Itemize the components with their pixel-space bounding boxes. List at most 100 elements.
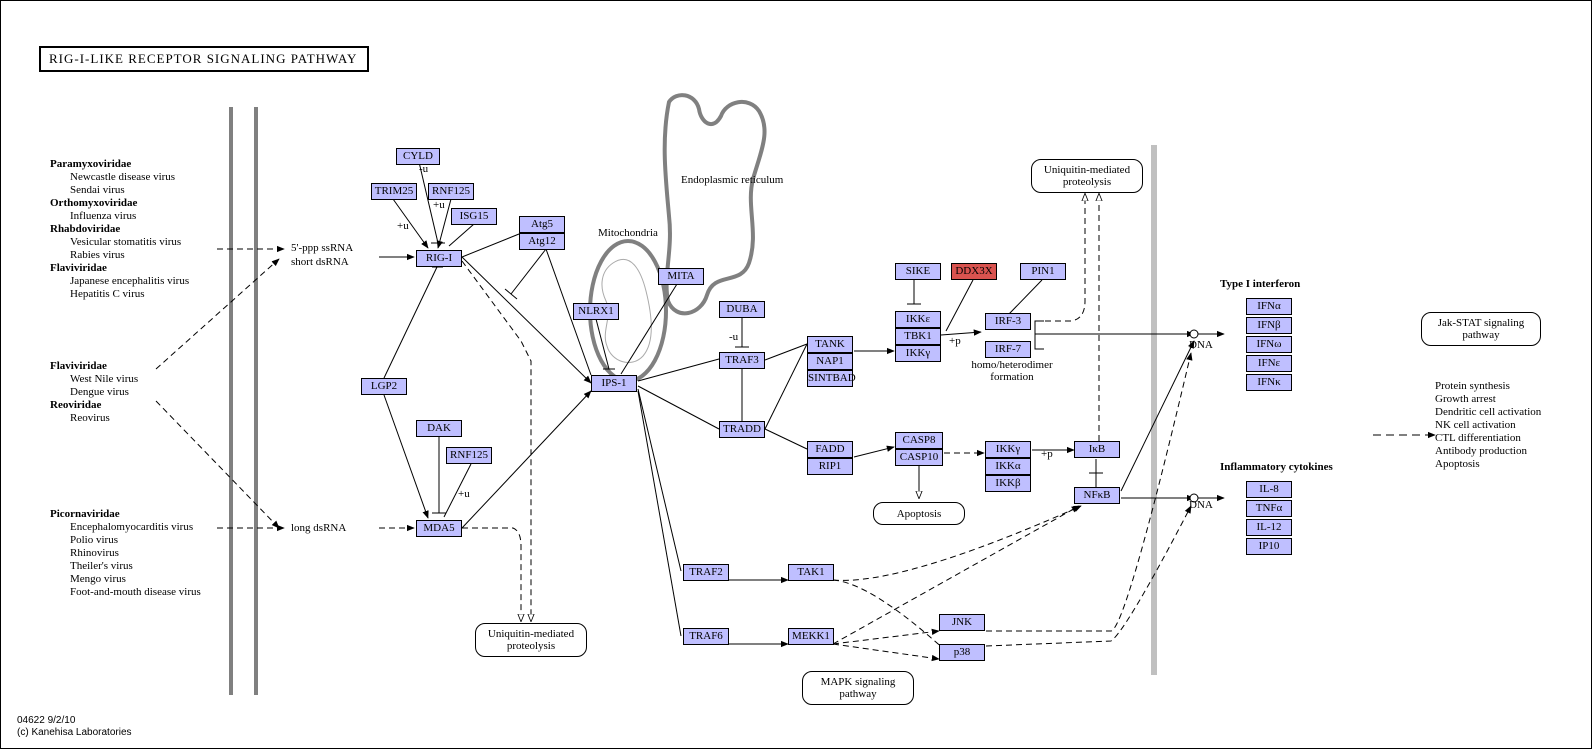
virus-family: Rhabdoviridae: [50, 223, 121, 235]
label-mitochondria: Mitochondria: [598, 227, 658, 239]
gene-rnf125[interactable]: RNF125: [428, 183, 474, 200]
virus-species[interactable]: West Nile virus: [70, 373, 139, 385]
virus-family: Picornaviridae: [50, 508, 120, 520]
virus-species[interactable]: Encephalomyocarditis virus: [70, 521, 194, 533]
gene-traf6[interactable]: TRAF6: [683, 628, 729, 645]
label-inflammatory-cytokines: Inflammatory cytokines: [1220, 461, 1333, 473]
gene-pin1[interactable]: PIN1: [1020, 263, 1066, 280]
gene-atg5[interactable]: Atg5: [519, 216, 565, 233]
gene-tbk1[interactable]: TBK1: [895, 328, 941, 345]
gene-ifn-alpha[interactable]: IFNα: [1246, 298, 1292, 315]
gene-ikk-gamma[interactable]: IKKγ: [895, 345, 941, 362]
gene-ikk-alpha[interactable]: IKKα: [985, 458, 1031, 475]
gene-tradd[interactable]: TRADD: [719, 421, 765, 438]
gene-ifn-kappa[interactable]: IFNκ: [1246, 374, 1292, 391]
mitochondria-cristae: [601, 258, 652, 364]
gene-tank[interactable]: TANK: [807, 336, 853, 353]
virus-species[interactable]: Reovirus: [70, 412, 110, 424]
gene-isg15[interactable]: ISG15: [451, 208, 497, 225]
virus-family: Paramyxoviridae: [50, 158, 132, 170]
compound-5ppp-ssrna[interactable]: 5'-ppp ssRNA: [291, 242, 354, 254]
gene-il-8[interactable]: IL-8: [1246, 481, 1292, 498]
gene-sintbad[interactable]: SINTBAD: [807, 370, 856, 387]
map-label: proteolysis: [1062, 176, 1112, 188]
map-label: Uniquitin-mediated: [1043, 164, 1131, 176]
outcome-item: Dendritic cell activation: [1435, 406, 1542, 418]
virus-species[interactable]: Mengo virus: [70, 573, 126, 585]
compound-short-dsrna[interactable]: short dsRNA: [291, 256, 349, 268]
gene-ikk-beta[interactable]: IKKβ: [985, 475, 1031, 492]
outcome-item: Protein synthesis: [1435, 380, 1510, 392]
gene-ifn-omega[interactable]: IFNω: [1246, 336, 1292, 353]
virus-family: Orthomyxoviridae: [50, 197, 138, 209]
gene-lgp2[interactable]: LGP2: [361, 378, 407, 395]
gene-rip1[interactable]: RIP1: [807, 458, 853, 475]
gene-mda5[interactable]: MDA5: [416, 520, 462, 537]
map-apoptosis[interactable]: Apoptosis: [873, 502, 965, 525]
virus-species[interactable]: Japanese encephalitis virus: [70, 275, 190, 287]
gene-rnf125-2[interactable]: RNF125: [446, 447, 492, 464]
gene-trim25[interactable]: TRIM25: [371, 183, 417, 200]
gene-p38[interactable]: p38: [939, 644, 985, 661]
gene-traf3[interactable]: TRAF3: [719, 352, 765, 369]
gene-nap1[interactable]: NAP1: [807, 353, 853, 370]
gene-ifn-beta[interactable]: IFNβ: [1246, 317, 1292, 334]
virus-species[interactable]: Newcastle disease virus: [70, 171, 176, 183]
label-plus-p: +p: [949, 335, 961, 347]
virus-species[interactable]: Sendai virus: [70, 184, 125, 196]
gene-tak1[interactable]: TAK1: [788, 564, 834, 581]
map-label: proteolysis: [506, 640, 556, 652]
virus-species[interactable]: Theiler's virus: [70, 560, 133, 572]
gene-dak[interactable]: DAK: [416, 420, 462, 437]
map-label: Jak-STAT signaling: [1437, 317, 1525, 329]
compound-long-dsrna[interactable]: long dsRNA: [291, 522, 347, 534]
gene-atg12[interactable]: Atg12: [519, 233, 565, 250]
virus-list-group3: Picornaviridae Encephalomyocarditis viru…: [50, 508, 201, 599]
gene-ikk-epsilon[interactable]: IKKε: [895, 311, 941, 328]
virus-species[interactable]: Influenza virus: [70, 210, 137, 222]
outcome-list: Protein synthesis Growth arrest Dendriti…: [1435, 380, 1541, 471]
gene-ikk-gamma-2[interactable]: IKKγ: [985, 441, 1031, 458]
virus-species[interactable]: Dengue virus: [70, 386, 129, 398]
map-label: Apoptosis: [896, 507, 942, 520]
gene-ddx3x[interactable]: DDX3X: [951, 263, 997, 280]
footer-id-date: 04622 9/2/10: [17, 715, 76, 726]
gene-irf-7[interactable]: IRF-7: [985, 341, 1031, 358]
gene-sike[interactable]: SIKE: [895, 263, 941, 280]
outcome-item: Growth arrest: [1435, 393, 1496, 405]
virus-species[interactable]: Rhinovirus: [70, 547, 119, 559]
gene-mekk1[interactable]: MEKK1: [788, 628, 834, 645]
gene-jnk[interactable]: JNK: [939, 614, 985, 631]
gene-ips-1[interactable]: IPS-1: [591, 375, 637, 392]
virus-family: Reoviridae: [50, 399, 102, 411]
gene-ifn-epsilon[interactable]: IFNε: [1246, 355, 1292, 372]
gene-il-12[interactable]: IL-12: [1246, 519, 1292, 536]
gene-ikb[interactable]: IκB: [1074, 441, 1120, 458]
map-label: pathway: [1462, 329, 1500, 341]
virus-species[interactable]: Polio virus: [70, 534, 118, 546]
gene-casp8[interactable]: CASP8: [895, 432, 943, 449]
gene-mita[interactable]: MITA: [658, 268, 704, 285]
gene-nlrx1[interactable]: NLRX1: [573, 303, 619, 320]
gene-ip10[interactable]: IP10: [1246, 538, 1292, 555]
virus-species[interactable]: Rabies virus: [70, 249, 125, 261]
virus-species[interactable]: Hepatitis C virus: [70, 288, 145, 300]
virus-species[interactable]: Foot-and-mouth disease virus: [70, 586, 201, 598]
gene-casp10[interactable]: CASP10: [895, 449, 943, 466]
gene-duba[interactable]: DUBA: [719, 301, 765, 318]
label-minus-u: -u: [729, 331, 739, 343]
gene-tnf-alpha[interactable]: TNFα: [1246, 500, 1292, 517]
gene-irf-3[interactable]: IRF-3: [985, 313, 1031, 330]
virus-species[interactable]: Vesicular stomatitis virus: [70, 236, 182, 248]
gene-cyld[interactable]: CYLD: [396, 148, 440, 165]
gene-rig-i[interactable]: RIG-I: [416, 250, 462, 267]
gene-fadd[interactable]: FADD: [807, 441, 853, 458]
gene-nfkb[interactable]: NFκB: [1074, 487, 1120, 504]
gene-traf2[interactable]: TRAF2: [683, 564, 729, 581]
